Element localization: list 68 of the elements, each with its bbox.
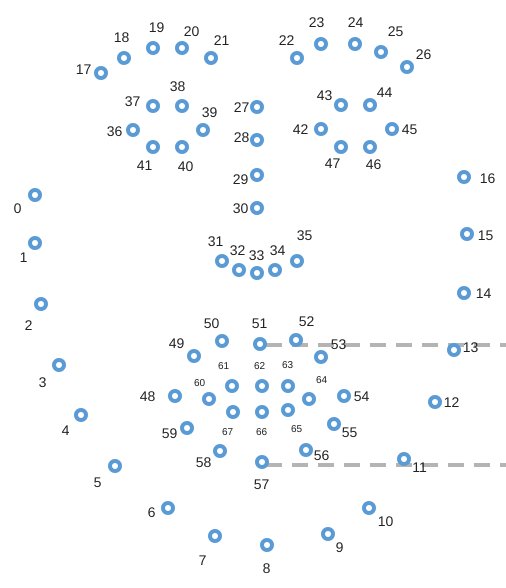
point-number: 45 — [402, 122, 418, 136]
point-number: 22 — [278, 32, 294, 46]
point-number: 20 — [184, 24, 200, 38]
point-number: 10 — [378, 514, 394, 528]
point-number: 42 — [292, 122, 308, 136]
point-number: 29 — [232, 172, 248, 186]
point-number: 33 — [248, 248, 264, 262]
point-number: 67 — [222, 428, 234, 438]
point-number: 51 — [252, 316, 268, 330]
point-number: 53 — [330, 336, 346, 350]
point-number: 0 — [14, 200, 22, 214]
point-number: 27 — [234, 100, 250, 114]
point-number: 39 — [202, 104, 218, 118]
point-number: 15 — [478, 228, 494, 242]
point-number: 41 — [136, 158, 152, 172]
point-number: 46 — [366, 156, 382, 170]
point-number: 1 — [20, 250, 28, 264]
point-number: 30 — [232, 200, 248, 214]
point-number: 44 — [376, 84, 392, 98]
point-number: 38 — [170, 78, 186, 92]
point-number: 43 — [316, 88, 332, 102]
point-number: 23 — [308, 14, 324, 28]
point-number: 66 — [256, 428, 268, 438]
point-number: 9 — [336, 540, 344, 554]
point-number: 37 — [124, 94, 140, 108]
point-number: 55 — [342, 424, 358, 438]
point-number: 35 — [296, 228, 312, 242]
point-number: 2 — [24, 318, 32, 332]
point-number: 34 — [270, 242, 286, 256]
point-number: 12 — [444, 394, 460, 408]
point-number: 16 — [480, 170, 496, 184]
point-number: 56 — [314, 448, 330, 462]
point-number: 58 — [196, 454, 212, 468]
point-number: 31 — [208, 234, 224, 248]
point-number: 7 — [198, 552, 206, 566]
point-number: 18 — [114, 30, 130, 44]
point-number: 19 — [148, 20, 164, 34]
point-number: 28 — [234, 130, 250, 144]
point-number: 48 — [140, 388, 156, 402]
point-number: 8 — [262, 560, 270, 574]
point-number: 25 — [388, 24, 404, 38]
point-number: 59 — [162, 426, 178, 440]
point-number: 26 — [416, 46, 432, 60]
point-number: 21 — [214, 32, 230, 46]
point-number: 61 — [218, 362, 230, 372]
point-number: 14 — [476, 286, 492, 300]
point-number: 64 — [316, 376, 328, 386]
point-number: 5 — [94, 474, 102, 488]
point-number: 13 — [462, 340, 478, 354]
point-number: 57 — [254, 476, 270, 490]
point-number: 63 — [282, 360, 294, 370]
point-number: 50 — [204, 316, 220, 330]
point-number: 49 — [168, 336, 184, 350]
point-number: 40 — [178, 158, 194, 172]
point-number: 6 — [148, 504, 156, 518]
point-number: 60 — [194, 378, 206, 388]
point-number: 11 — [412, 460, 427, 474]
point-number: 36 — [106, 124, 122, 138]
point-number: 4 — [62, 422, 70, 436]
point-number: 54 — [354, 388, 370, 402]
point-number: 52 — [298, 314, 314, 328]
point-number: 47 — [324, 156, 340, 170]
point-number: 24 — [348, 14, 364, 28]
point-number: 17 — [76, 62, 92, 76]
point-number: 3 — [38, 374, 46, 388]
point-number: 62 — [254, 362, 266, 372]
point-number: 65 — [290, 424, 302, 434]
point-number: 32 — [230, 242, 246, 256]
